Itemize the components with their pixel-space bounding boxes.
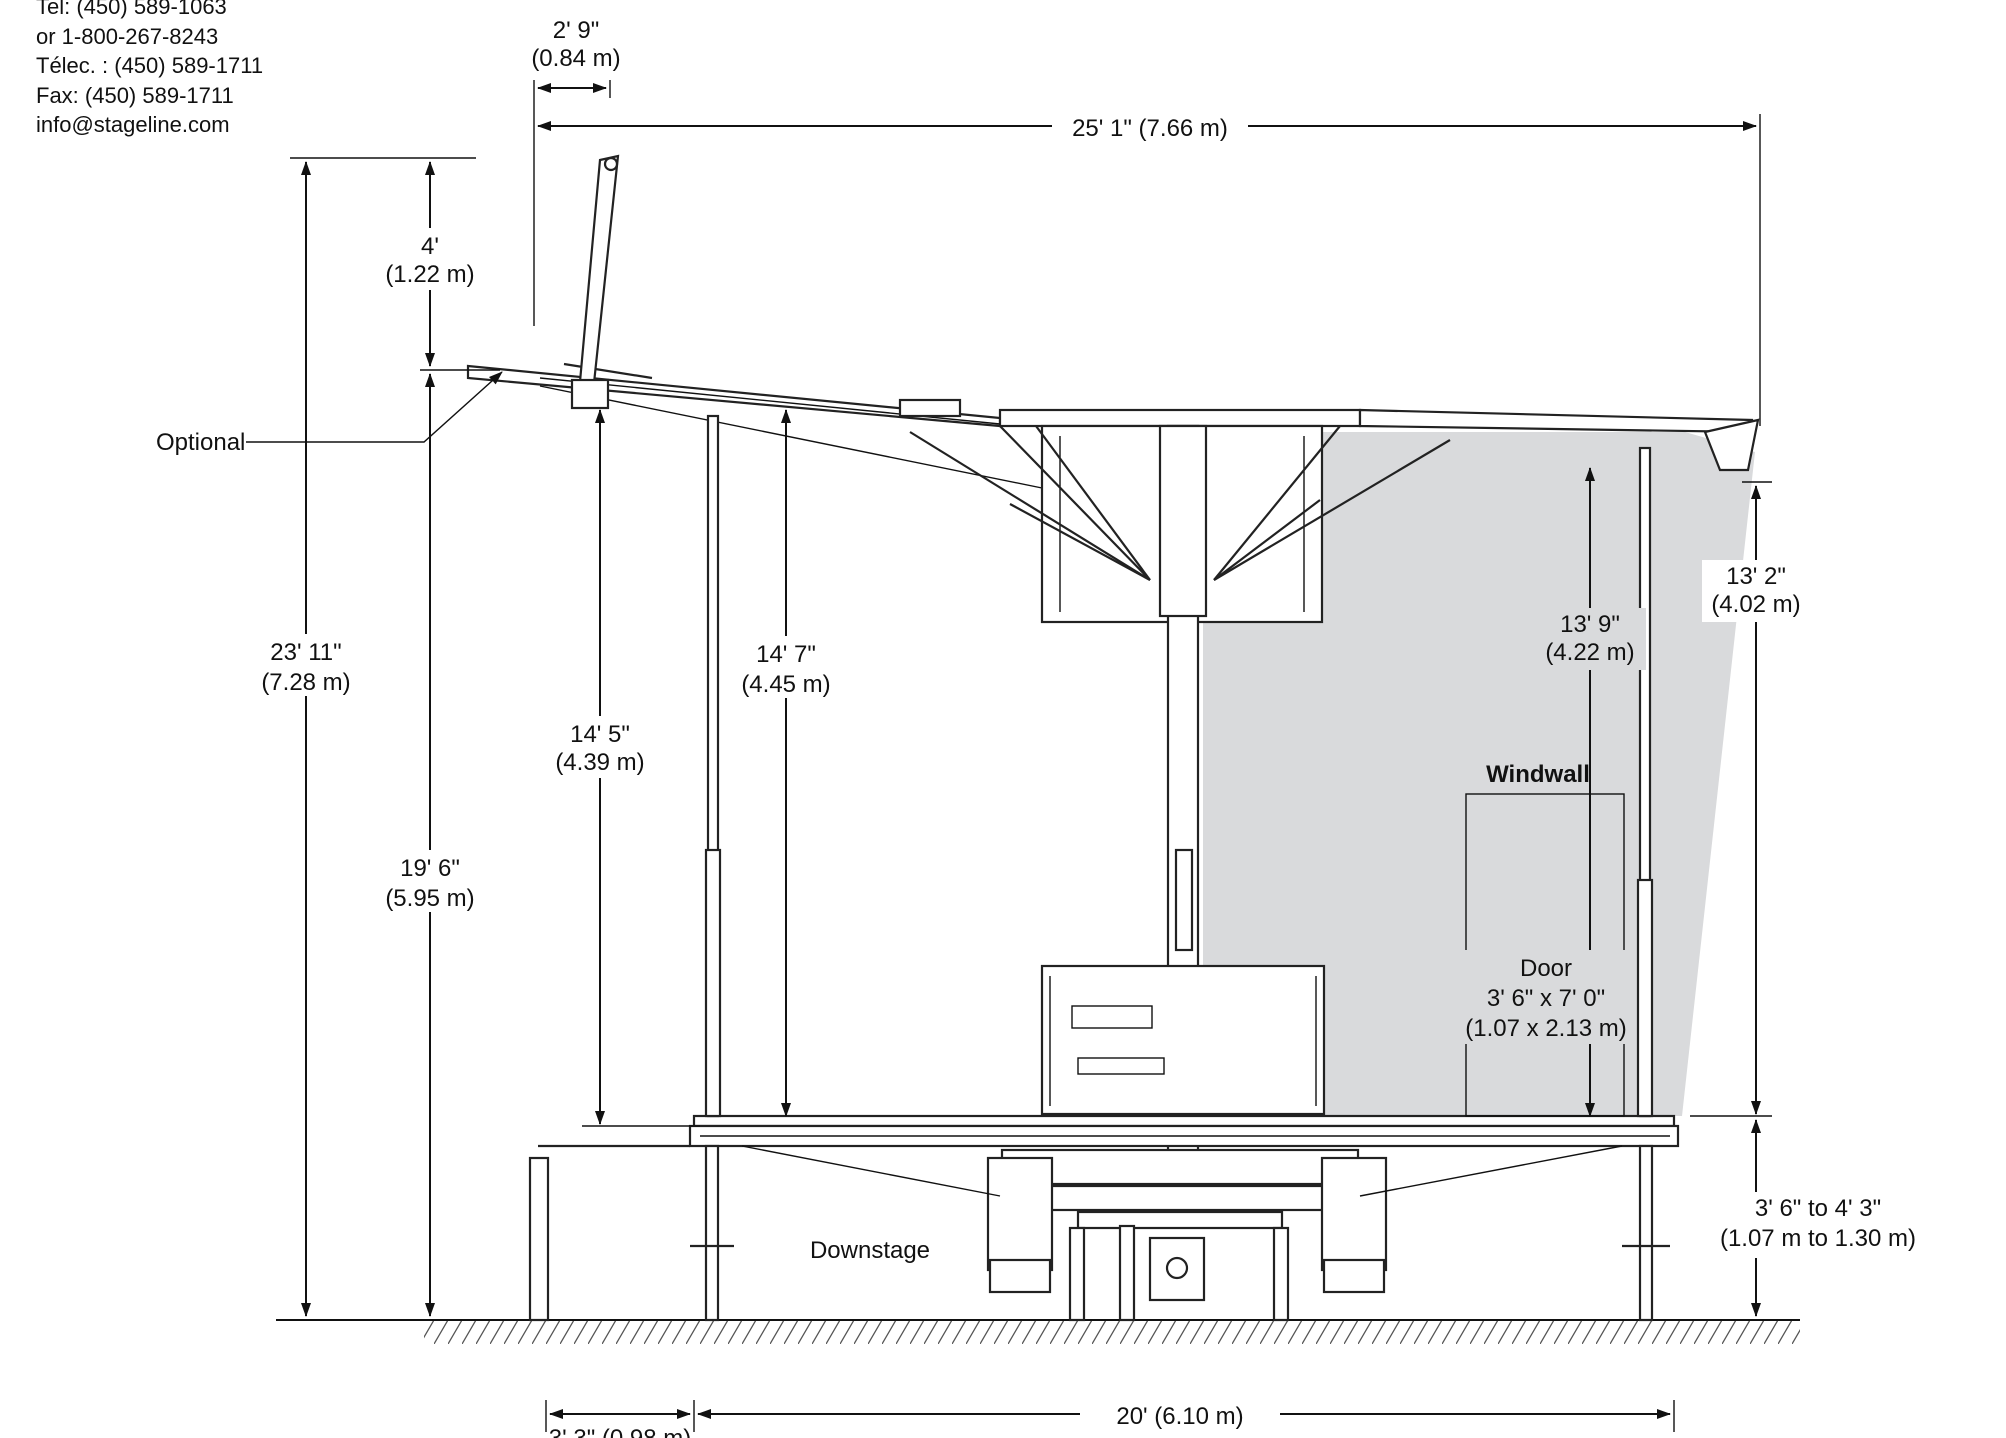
dim-clear-13-9-m: (4.22 m) — [1545, 639, 1634, 666]
dim-outrigger-label: 3' 3" (0.98 m) — [549, 1425, 692, 1438]
dim-deck-height-ft: 3' 6" to 4' 3" — [1755, 1195, 1881, 1222]
dim-clear-14-5-m: (4.39 m) — [555, 749, 644, 776]
contact-block: Tel: (450) 589-1063 or 1-800-267-8243 Té… — [36, 0, 263, 140]
contact-tollfree: or 1-800-267-8243 — [36, 23, 219, 49]
dim-stage-width-label: 20' (6.10 m) — [1116, 1403, 1243, 1430]
dim-total-height-ft: 23' 11" — [270, 639, 341, 666]
door-label: Door — [1520, 955, 1572, 982]
dim-overhang-ft: 2' 9" — [553, 17, 599, 44]
dim-extension-ft: 4' — [421, 233, 439, 260]
dim-deck-height-m: (1.07 m to 1.30 m) — [1720, 1225, 1916, 1252]
optional-leader — [246, 371, 503, 443]
dim-wall-13-2-m: (4.02 m) — [1711, 591, 1800, 618]
lower-mast-box — [1040, 964, 1326, 1116]
contact-telec: Télec. : (450) 589-1711 — [36, 53, 264, 78]
downstage-label: Downstage — [810, 1237, 930, 1264]
windwall-shade — [1203, 432, 1755, 1116]
dim-clear-14-5-ft: 14' 5" — [570, 721, 630, 748]
optional-label: Optional — [156, 429, 245, 456]
dim-extension-m: (1.22 m) — [385, 261, 474, 288]
contact-tel: Tel: (450) 589-1063 — [36, 0, 227, 19]
ground-hatch — [424, 1320, 1800, 1344]
contact-fax: Fax: (450) 589-1711 — [36, 82, 234, 108]
support-columns — [704, 414, 1654, 1118]
dim-clear-13-9-ft: 13' 9" — [1560, 611, 1620, 638]
door-size-m: (1.07 x 2.13 m) — [1465, 1015, 1626, 1042]
dim-overhang-m: (0.84 m) — [531, 45, 620, 72]
roof-braces — [909, 425, 1451, 581]
stage-jacks — [528, 1144, 1670, 1322]
door-size-ft: 3' 6" x 7' 0" — [1487, 985, 1605, 1012]
dim-wall-13-2-ft: 13' 2" — [1726, 563, 1786, 590]
roof-structure — [466, 154, 1760, 489]
dim-overall-width-label: 25' 1" (7.66 m) — [1072, 115, 1228, 142]
windwall-label: Windwall — [1486, 761, 1590, 788]
trailer-chassis — [986, 1148, 1388, 1322]
stage-deck — [688, 1114, 1680, 1148]
dim-clear-14-7-m: (4.45 m) — [741, 671, 830, 698]
contact-email: info@stageline.com — [36, 112, 230, 137]
dim-height-19-m: (5.95 m) — [385, 885, 474, 912]
dim-total-height-m: (7.28 m) — [261, 669, 350, 696]
dim-height-19-ft: 19' 6" — [400, 855, 460, 882]
dim-clear-14-7-ft: 14' 7" — [756, 641, 816, 668]
